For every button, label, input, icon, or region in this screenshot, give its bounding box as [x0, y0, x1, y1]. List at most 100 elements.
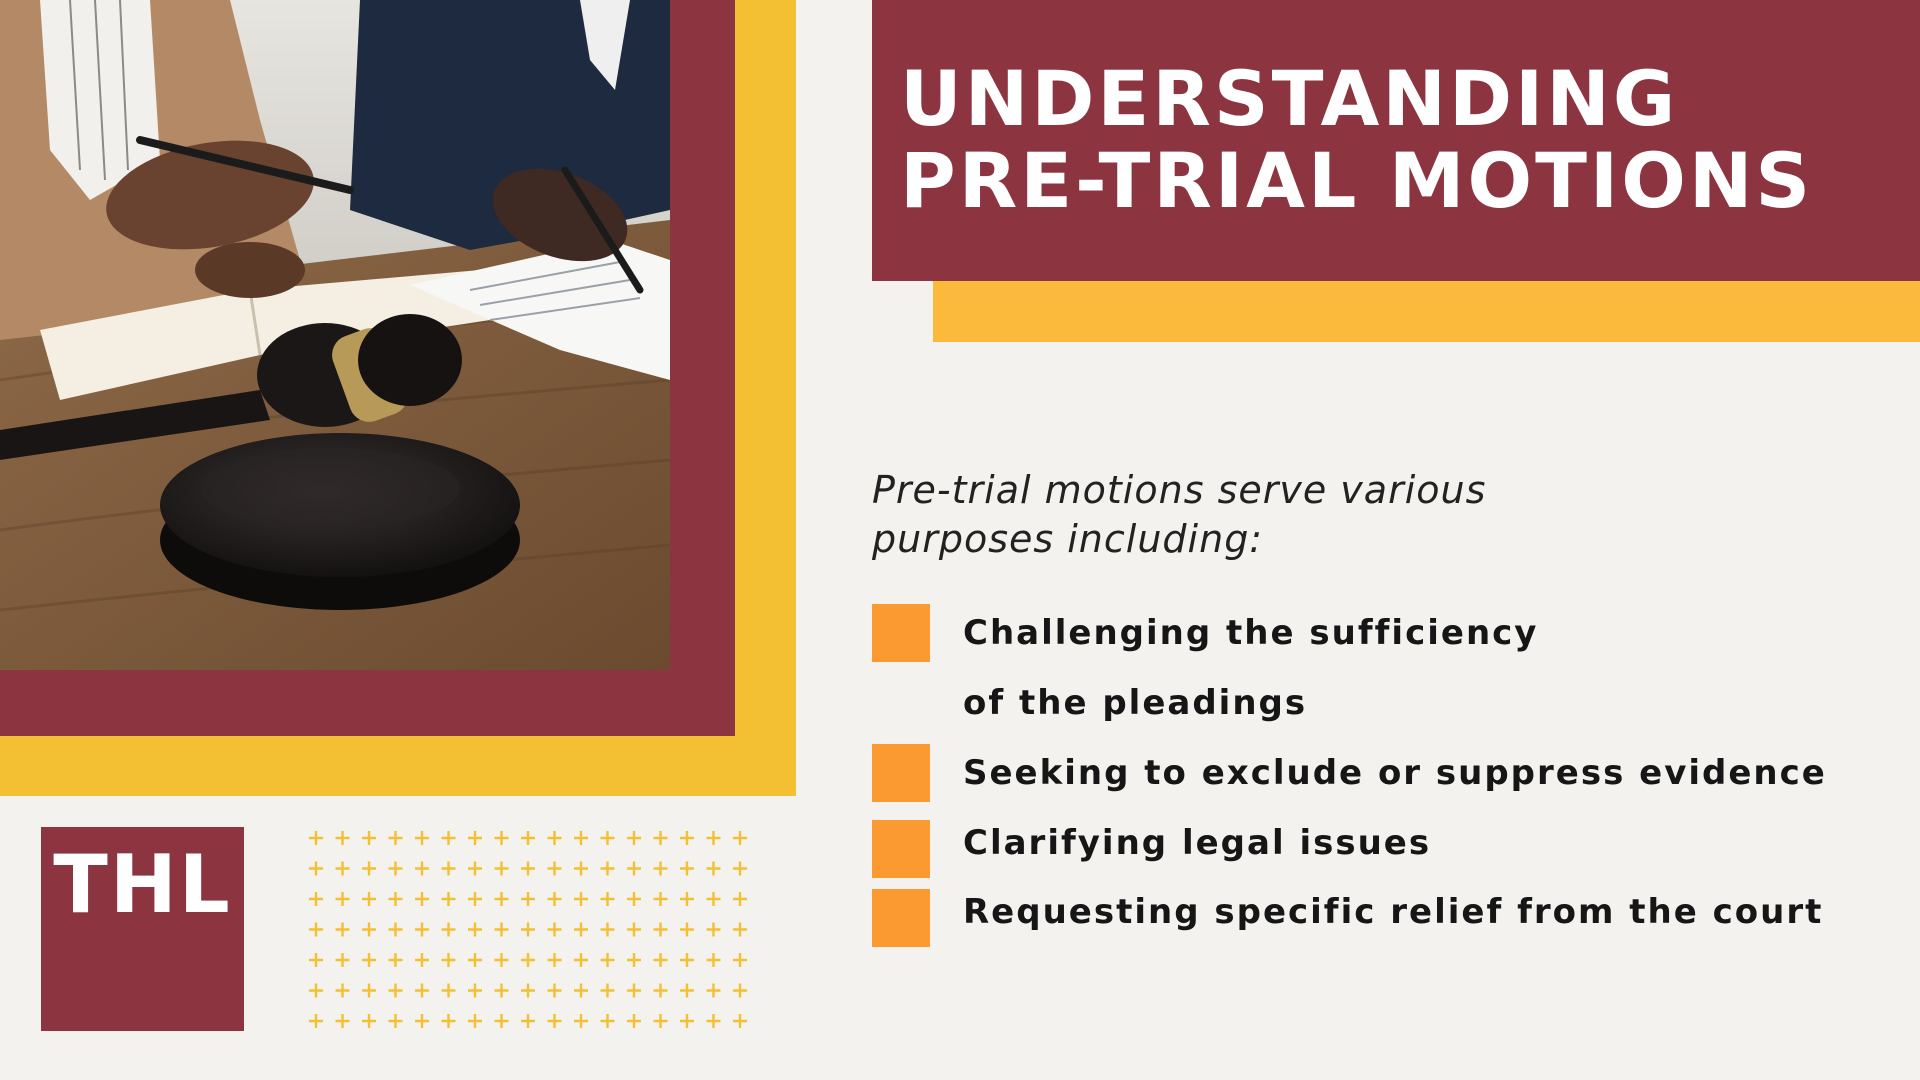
plus-mark — [335, 983, 350, 998]
plus-mark — [600, 953, 615, 967]
plus-mark — [494, 1014, 509, 1028]
plus-mark — [415, 831, 429, 845]
list-item-line: Seeking to exclude or suppress evidence — [963, 753, 1827, 793]
plus-mark — [335, 1014, 350, 1028]
plus-mark — [415, 922, 429, 937]
title-banner: UNDERSTANDING PRE-TRIAL MOTIONS — [872, 0, 1920, 281]
list-item-line: of the pleadings — [963, 683, 1308, 723]
plus-mark — [309, 831, 323, 845]
plus-mark — [468, 953, 482, 967]
list-item-line: Requesting specific relief from the cour… — [963, 892, 1824, 932]
plus-mark — [547, 861, 562, 876]
list-item-text: Requesting specific relief from the cour… — [963, 877, 1823, 947]
plus-mark — [733, 861, 747, 876]
list-item-line: Challenging the sufficiency — [963, 613, 1539, 653]
plus-mark — [335, 892, 350, 906]
plus-mark — [600, 861, 615, 876]
plus-mark — [441, 1014, 456, 1028]
plus-mark — [335, 953, 350, 967]
plus-mark — [680, 892, 694, 906]
list-item-text: Clarifying legal issues — [963, 808, 1431, 878]
plus-mark — [574, 983, 588, 998]
plus-mark — [733, 983, 747, 998]
plus-mark — [574, 831, 588, 845]
plus-mark — [706, 922, 721, 937]
list-item-text: Challenging the sufficiency of the plead… — [963, 598, 1538, 738]
plus-mark — [468, 922, 482, 937]
plus-pattern-decoration — [309, 831, 747, 1028]
plus-mark — [680, 831, 694, 845]
plus-mark — [547, 831, 562, 845]
plus-mark — [388, 892, 403, 906]
plus-mark — [706, 983, 721, 998]
plus-mark — [574, 861, 588, 876]
plus-mark — [468, 1014, 482, 1028]
bullet-square — [872, 820, 930, 878]
plus-mark — [388, 953, 403, 967]
plus-mark — [362, 953, 376, 967]
plus-mark — [547, 983, 562, 998]
plus-mark — [335, 922, 350, 937]
plus-mark — [706, 1014, 721, 1028]
plus-mark — [706, 892, 721, 906]
plus-mark — [547, 892, 562, 906]
plus-mark — [627, 861, 641, 876]
plus-mark — [627, 953, 641, 967]
plus-mark — [627, 831, 641, 845]
plus-mark — [547, 922, 562, 937]
plus-mark — [309, 861, 323, 876]
logo-text: THL — [53, 838, 232, 931]
plus-mark — [600, 1014, 615, 1028]
gavel-photo — [0, 0, 670, 670]
plus-mark — [362, 861, 376, 876]
plus-mark — [468, 983, 482, 998]
plus-mark — [521, 1014, 535, 1028]
plus-mark — [706, 861, 721, 876]
plus-mark — [706, 953, 721, 967]
plus-mark — [600, 983, 615, 998]
plus-mark — [362, 983, 376, 998]
plus-mark — [600, 892, 615, 906]
plus-mark — [415, 892, 429, 906]
plus-mark — [521, 892, 535, 906]
plus-mark — [494, 983, 509, 998]
plus-mark — [653, 953, 668, 967]
plus-mark — [362, 892, 376, 906]
plus-mark — [441, 983, 456, 998]
plus-mark — [309, 1014, 323, 1028]
gavel-photo-illustration — [0, 0, 670, 670]
plus-mark — [415, 1014, 429, 1028]
plus-mark — [680, 953, 694, 967]
plus-mark — [388, 861, 403, 876]
plus-mark — [733, 1014, 747, 1028]
list-item-text: Seeking to exclude or suppress evidence — [963, 738, 1827, 808]
plus-mark — [521, 861, 535, 876]
plus-mark — [733, 892, 747, 906]
plus-mark — [468, 831, 482, 845]
plus-mark — [415, 983, 429, 998]
plus-mark — [415, 861, 429, 876]
plus-mark — [335, 831, 350, 845]
plus-mark — [680, 1014, 694, 1028]
bullet-square — [872, 889, 930, 947]
page-title-line: PRE-TRIAL MOTIONS — [900, 136, 1814, 225]
plus-mark — [309, 983, 323, 998]
plus-mark — [388, 983, 403, 998]
plus-mark — [362, 1014, 376, 1028]
plus-mark — [494, 922, 509, 937]
plus-mark — [441, 861, 456, 876]
plus-mark — [468, 861, 482, 876]
plus-mark — [388, 831, 403, 845]
plus-mark — [733, 831, 747, 845]
plus-mark — [441, 831, 456, 845]
plus-mark — [441, 892, 456, 906]
plus-mark — [547, 1014, 562, 1028]
plus-mark — [706, 831, 721, 845]
plus-mark — [468, 892, 482, 906]
plus-mark — [521, 983, 535, 998]
plus-mark — [680, 983, 694, 998]
plus-mark — [388, 1014, 403, 1028]
plus-mark — [653, 831, 668, 845]
plus-mark — [600, 831, 615, 845]
plus-mark — [494, 892, 509, 906]
